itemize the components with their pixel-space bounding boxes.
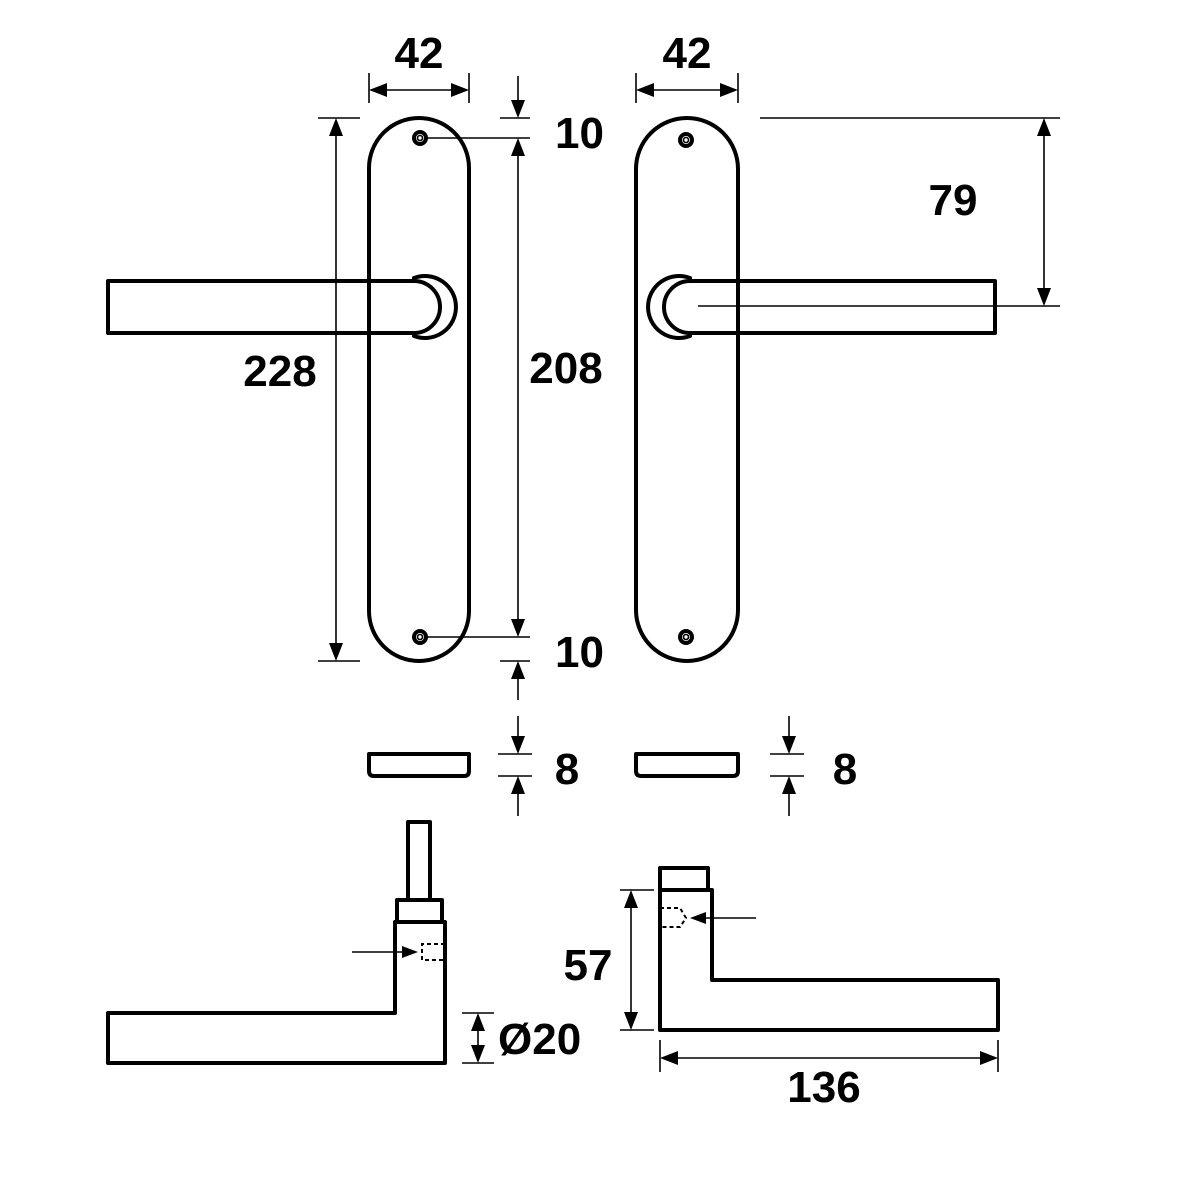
dim-left-rose-thickness: 8 xyxy=(555,745,579,794)
right-bottom-screw-hole xyxy=(678,629,694,645)
dimension-labels: 42 42 10 10 208 228 79 8 8 57 Ø20 136 xyxy=(243,29,977,1112)
right-lever-side-profile xyxy=(658,888,1000,1032)
dim-left-rose-width: 42 xyxy=(395,29,444,78)
right-grub-screw xyxy=(660,907,688,928)
dim-screw-top-offset: 10 xyxy=(555,109,604,158)
dimension-lines xyxy=(318,73,1060,1072)
left-bottom-screw-hole xyxy=(412,629,428,645)
left-lever-side-profile xyxy=(106,920,447,1065)
right-lever-rosette xyxy=(646,274,692,340)
left-backplate-outline xyxy=(367,116,471,663)
dim-right-rose-thickness: 8 xyxy=(833,745,857,794)
left-lever-arm xyxy=(106,279,442,335)
right-top-screw-hole xyxy=(678,132,694,148)
right-front-view xyxy=(634,116,997,663)
dim-lever-length: 136 xyxy=(787,1063,860,1112)
dim-right-rose-width: 42 xyxy=(663,29,712,78)
left-spindle xyxy=(406,820,432,902)
dim-screw-spacing: 208 xyxy=(529,344,602,393)
left-side-view xyxy=(106,820,447,1065)
left-lever-rosette xyxy=(412,274,458,340)
right-plate-thickness-view xyxy=(634,752,740,778)
left-grub-screw xyxy=(421,943,445,961)
dim-lever-diameter: Ø20 xyxy=(498,1015,581,1064)
dim-screw-bottom-offset: 10 xyxy=(555,628,604,677)
left-rose-collar xyxy=(395,898,444,924)
dim-lever-height: 57 xyxy=(564,941,613,990)
left-plate-thickness-view xyxy=(367,752,471,778)
right-lever-arm xyxy=(662,279,997,335)
right-side-view xyxy=(658,866,1000,1032)
dim-lever-axis-from-top: 79 xyxy=(929,176,978,225)
right-backplate-outline xyxy=(634,116,740,663)
dim-rose-length: 228 xyxy=(243,347,316,396)
right-rose-collar xyxy=(658,866,710,892)
left-top-screw-hole xyxy=(412,130,428,146)
